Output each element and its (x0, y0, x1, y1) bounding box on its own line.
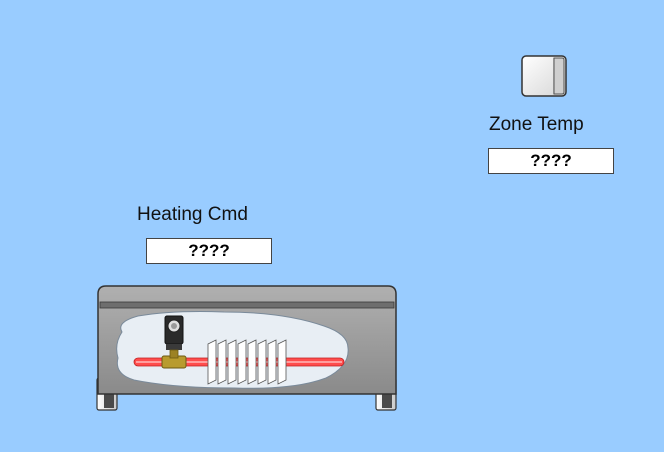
thermostat-icon (521, 55, 567, 97)
heating-cmd-label: Heating Cmd (137, 204, 248, 225)
zone-temp-value[interactable]: ???? (488, 148, 614, 174)
zone-temp-label: Zone Temp (489, 114, 584, 135)
valve-actuator-icon (161, 315, 187, 369)
heating-cmd-value[interactable]: ???? (146, 238, 272, 264)
baseboard-heater-icon (96, 285, 397, 411)
